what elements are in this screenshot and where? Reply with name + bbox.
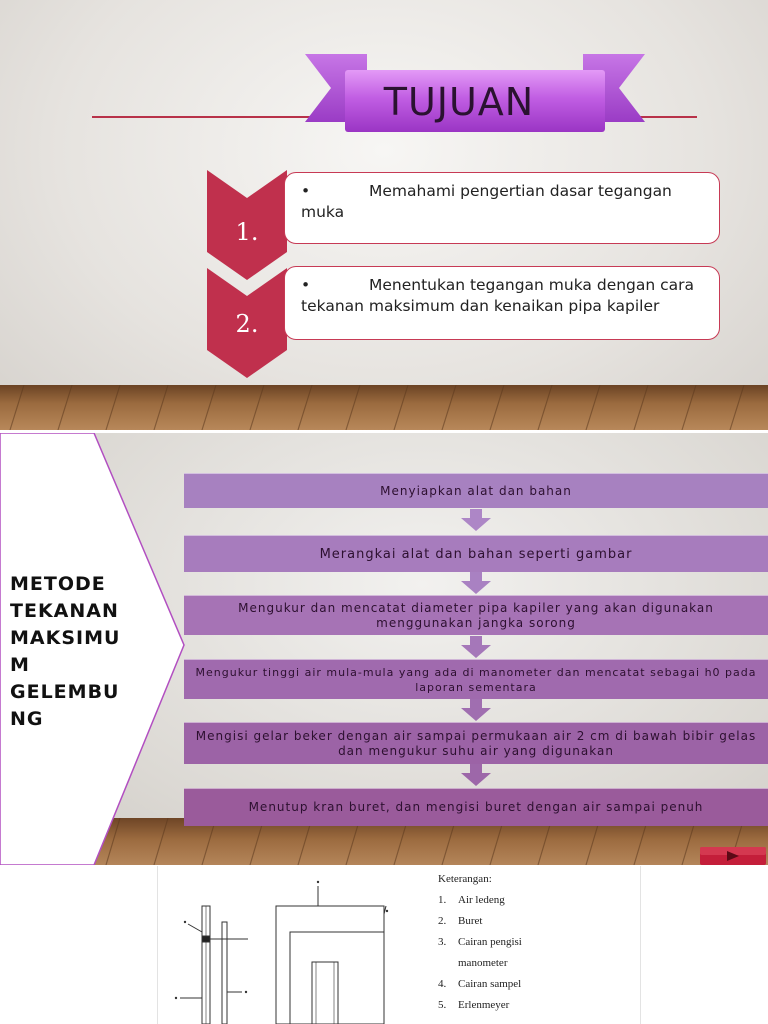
down-arrow-icon xyxy=(461,699,491,721)
down-arrow-icon xyxy=(461,764,491,786)
legend: Keterangan: 1.Air ledeng 2.Buret 3.Caira… xyxy=(438,869,638,1016)
method-title: METODE TEKANAN MAKSIMU M GELEMBU NG xyxy=(10,573,121,730)
wood-floor xyxy=(0,385,768,430)
step-3: Mengukur dan mencatat diameter pipa kapi… xyxy=(184,595,768,635)
step-1: Menyiapkan alat dan bahan xyxy=(184,473,768,508)
bullet: • xyxy=(301,182,311,200)
legend-item: 3.Cairan pengisi xyxy=(438,936,522,948)
down-arrow-icon xyxy=(461,572,491,594)
down-arrow-icon xyxy=(461,636,491,658)
goal-box-1: •Memahami pengertian dasar tegangan muka xyxy=(284,172,720,244)
legend-item: manometer xyxy=(458,957,508,969)
apparatus-diagram xyxy=(174,880,389,1024)
step-2: Merangkai alat dan bahan seperti gambar xyxy=(184,535,768,572)
method-side-panel xyxy=(0,433,185,865)
slide-tujuan: TUJUAN 1. •Memahami pengertian dasar teg… xyxy=(0,0,768,430)
down-arrow-icon xyxy=(461,509,491,531)
title-ribbon xyxy=(305,54,645,132)
title-rule-left xyxy=(92,116,362,118)
goal-number-2: 2. xyxy=(235,310,259,338)
step-5: Mengisi gelar beker dengan air sampai pe… xyxy=(184,722,768,764)
goal-text-2: Menentukan tegangan muka dengan cara tek… xyxy=(301,276,695,315)
number-chevron-1 xyxy=(207,170,287,280)
legend-item: 4.Cairan sampel xyxy=(438,978,522,990)
legend-item: 2.Buret xyxy=(438,915,483,927)
step-6: Menutup kran buret, dan mengisi buret de… xyxy=(184,788,768,826)
slide-metode: METODE TEKANAN MAKSIMU M GELEMBU NG Meny… xyxy=(0,433,768,865)
play-next-icon[interactable] xyxy=(700,847,766,865)
goal-box-2: •Menentukan tegangan muka dengan cara te… xyxy=(284,266,720,340)
legend-title: Keterangan: xyxy=(438,873,492,885)
slide-apparatus: Keterangan: 1.Air ledeng 2.Buret 3.Caira… xyxy=(157,866,641,1024)
legend-item: 1.Air ledeng xyxy=(438,894,505,906)
legend-item: 5.Erlenmeyer xyxy=(438,999,510,1011)
slide-title: TUJUAN xyxy=(383,80,535,124)
number-chevron-2 xyxy=(207,268,287,378)
bullet: • xyxy=(301,276,311,294)
step-4: Mengukur tinggi air mula-mula yang ada d… xyxy=(184,659,768,699)
goal-number-1: 1. xyxy=(235,218,259,246)
goal-text-1: Memahami pengertian dasar tegangan muka xyxy=(301,182,672,221)
